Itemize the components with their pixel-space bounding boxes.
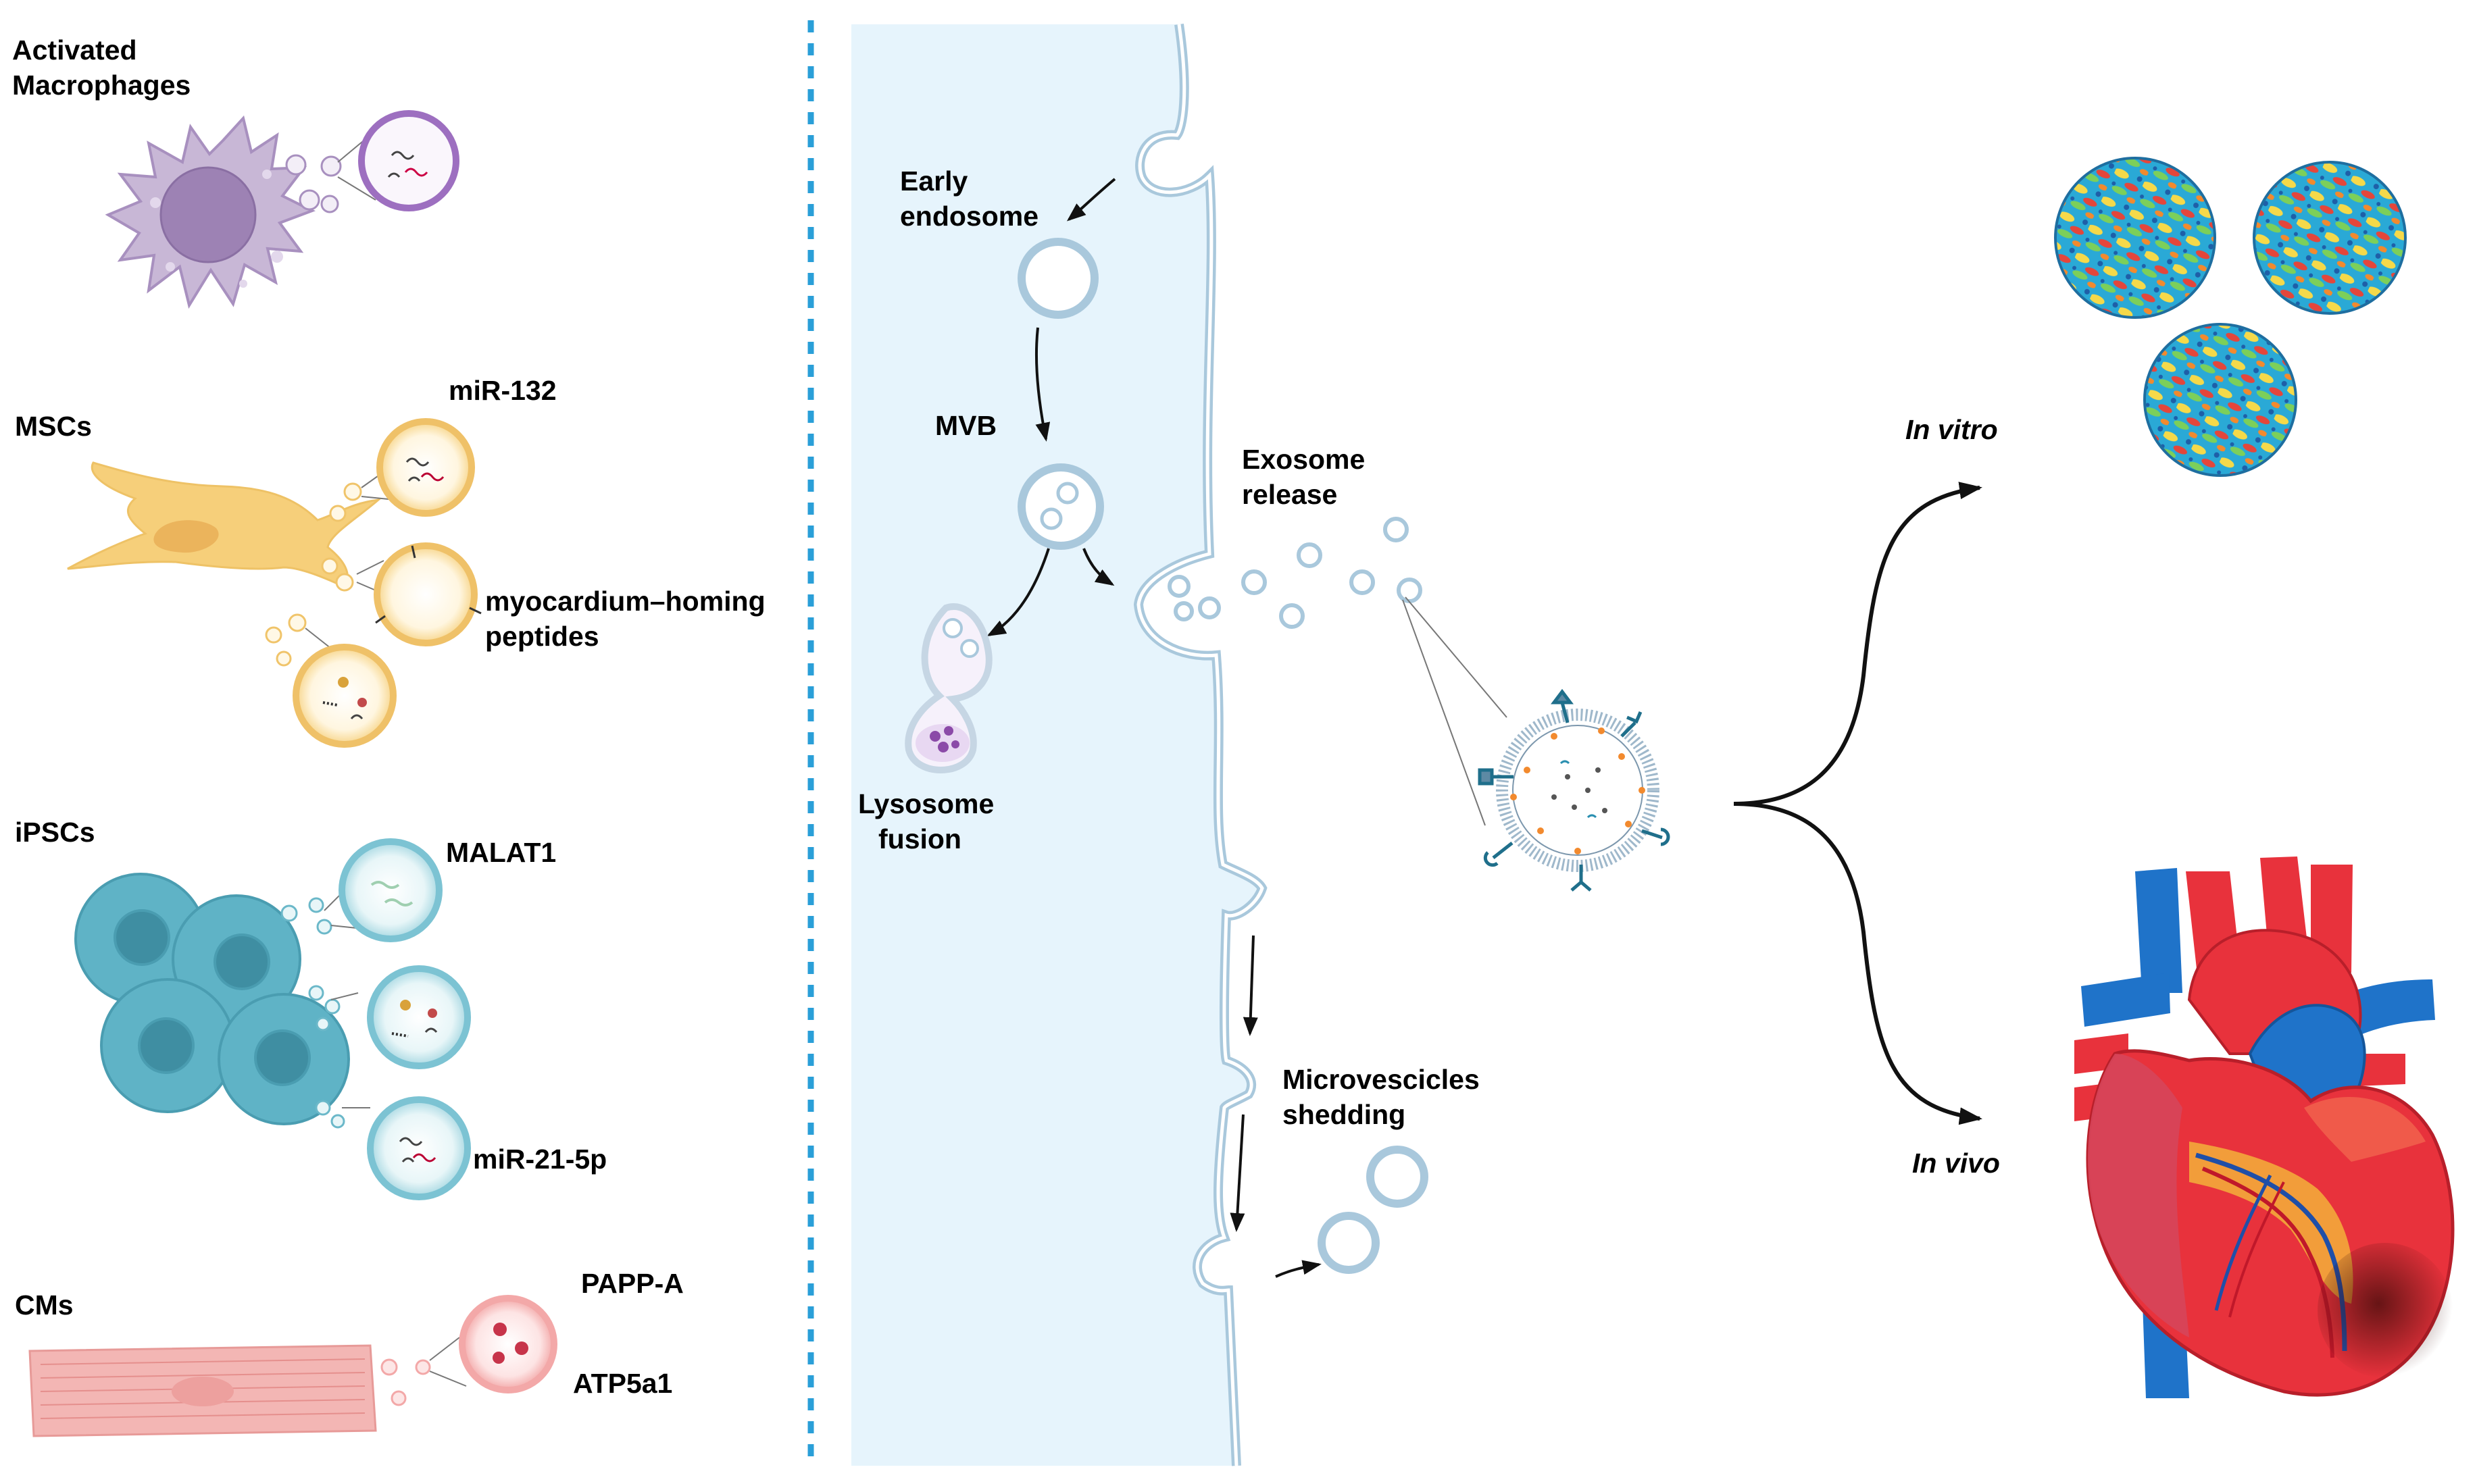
mscs-label: MSCs bbox=[15, 411, 92, 442]
arrow-to-endosome bbox=[1066, 178, 1116, 222]
cm-exosome bbox=[429, 1295, 557, 1393]
in-vitro-label: In vitro bbox=[1905, 414, 1998, 445]
msc-vesicles bbox=[265, 482, 362, 667]
ipsc-exosome-cargo bbox=[330, 965, 471, 1069]
arrow-microvesicle-out bbox=[1275, 1260, 1322, 1278]
ipsc-cells bbox=[74, 873, 350, 1125]
arrow-to-exosome-release bbox=[1082, 548, 1115, 586]
arrow-shedding-1 bbox=[1243, 935, 1258, 1036]
macrophage-cell bbox=[105, 115, 316, 309]
zoom-line-bottom bbox=[1402, 599, 1486, 826]
mir132-label: miR-132 bbox=[449, 375, 557, 406]
release-exosomes bbox=[1168, 517, 1422, 629]
mvb-label: MVB bbox=[935, 410, 997, 441]
spheroid-2 bbox=[2253, 161, 2407, 315]
exosome-detail bbox=[1478, 688, 1670, 892]
in-vivo-label: In vivo bbox=[1912, 1148, 2000, 1179]
spheroid-1 bbox=[2054, 157, 2216, 319]
ipscs-label: iPSCs bbox=[15, 817, 95, 848]
msc-exosome-mir132 bbox=[361, 418, 475, 517]
cell-cytoplasm bbox=[851, 24, 1268, 1466]
macrophages-label: Activated Macrophages bbox=[12, 34, 191, 101]
mir21-label: miR-21-5p bbox=[473, 1144, 607, 1175]
arrow-shedding-2 bbox=[1230, 1114, 1245, 1232]
pappa-label: PAPP-A bbox=[581, 1268, 684, 1299]
cms-label: CMs bbox=[15, 1289, 74, 1321]
arrow-to-mvb bbox=[1034, 327, 1051, 442]
malat1-label: MALAT1 bbox=[446, 837, 556, 868]
microvesicle-2 bbox=[1366, 1146, 1428, 1208]
atp5a1-label: ATP5a1 bbox=[573, 1368, 672, 1399]
zoom-line-top bbox=[1405, 596, 1507, 718]
msc-cell bbox=[67, 461, 382, 590]
macrophage-vesicles bbox=[285, 154, 342, 213]
msc-exosome-cargo bbox=[293, 628, 397, 748]
lysosome-fusion bbox=[905, 603, 993, 773]
arrow-to-lysosome bbox=[986, 548, 1050, 636]
ipsc-vesicles bbox=[280, 897, 345, 1129]
exosome-release-label: Exosome release bbox=[1242, 444, 1373, 510]
homing-label: myocardium–homing peptides bbox=[485, 586, 773, 652]
cardiomyocyte bbox=[28, 1344, 377, 1437]
early-endosome bbox=[1018, 238, 1099, 319]
ipsc-exosome-mir21 bbox=[342, 1096, 471, 1200]
arrow-in-vivo bbox=[1733, 802, 1982, 1125]
mvb bbox=[1018, 463, 1104, 550]
msc-exosome-homing bbox=[356, 542, 482, 646]
heart bbox=[2074, 856, 2455, 1398]
cm-vesicles bbox=[380, 1358, 431, 1406]
macrophage-exosome-zoom bbox=[337, 110, 459, 211]
microvesicle-1 bbox=[1318, 1212, 1380, 1274]
early-endosome-label: Early endosome bbox=[900, 165, 1039, 232]
microvesicles-label: Microvescicles shedding bbox=[1282, 1064, 1487, 1130]
ipsc-exosome-malat1 bbox=[324, 838, 443, 942]
arrow-in-vitro bbox=[1733, 482, 1982, 806]
lysosome-label: Lysosome fusion bbox=[858, 788, 1002, 854]
spheroid-3 bbox=[2143, 323, 2297, 477]
